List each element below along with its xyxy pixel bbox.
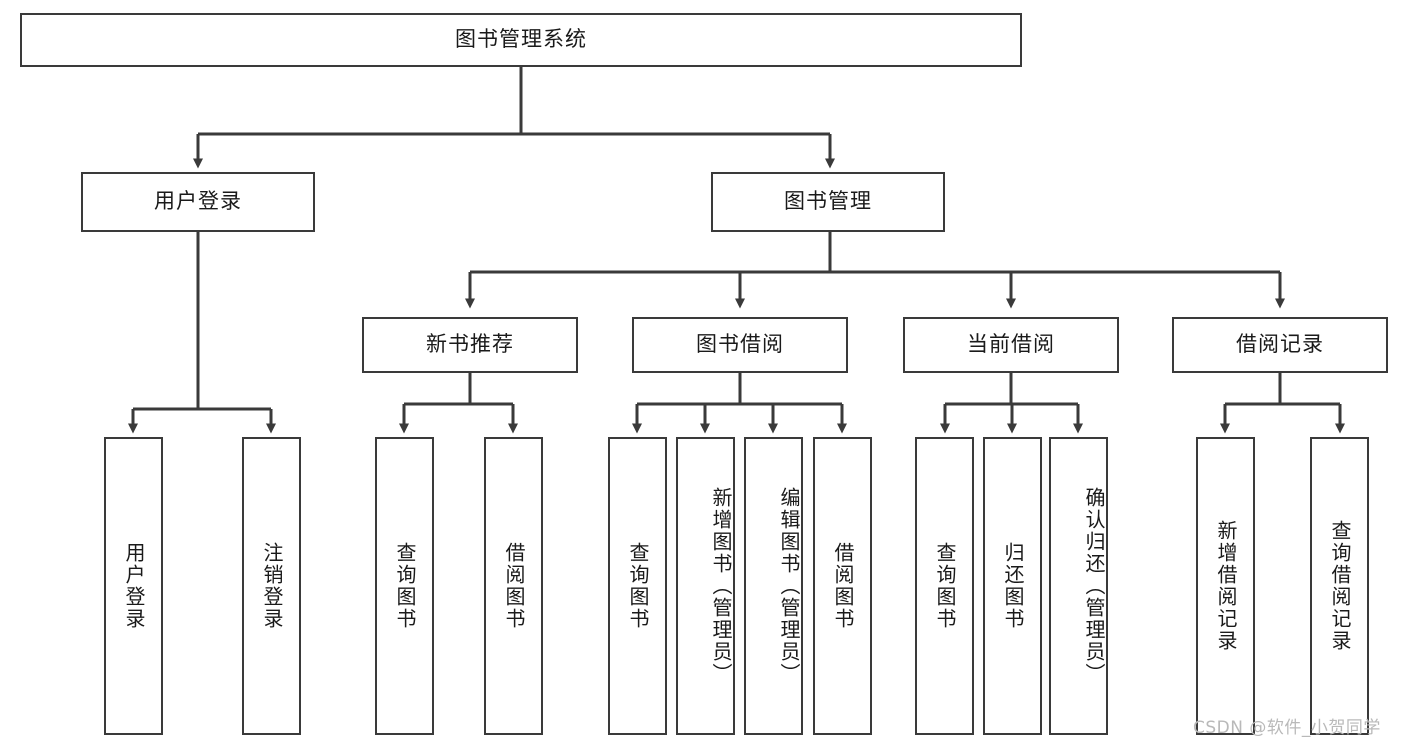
- leaf-label: 借阅图书: [502, 542, 526, 630]
- leaf-borrow-query-book[interactable]: 查询图书: [608, 437, 667, 735]
- leaf-label: 归还图书: [1001, 542, 1025, 630]
- node-book-management[interactable]: 图书管理: [711, 172, 945, 232]
- node-new-book-recommend[interactable]: 新书推荐: [362, 317, 578, 373]
- leaf-record-add-record[interactable]: 新增借阅记录: [1196, 437, 1255, 735]
- leaf-label: 查询图书: [933, 542, 957, 630]
- leaf-user-login[interactable]: 用户登录: [104, 437, 163, 735]
- node-book-borrow[interactable]: 图书借阅: [632, 317, 848, 373]
- leaf-label: 确认归还（管理员）: [1082, 487, 1106, 685]
- node-user-login[interactable]: 用户登录: [81, 172, 315, 232]
- leaf-label: 新增借阅记录: [1214, 520, 1238, 652]
- leaf-borrow-add-book-admin[interactable]: 新增图书（管理员）: [676, 437, 735, 735]
- leaf-label: 注销登录: [260, 542, 284, 630]
- leaf-current-query-book[interactable]: 查询图书: [915, 437, 974, 735]
- csdn-watermark: CSDN @软件_小贺同学: [1193, 718, 1381, 738]
- leaf-borrow-borrow-book[interactable]: 借阅图书: [813, 437, 872, 735]
- node-current-borrow[interactable]: 当前借阅: [903, 317, 1119, 373]
- leaf-label: 借阅图书: [831, 542, 855, 630]
- leaf-record-query-record[interactable]: 查询借阅记录: [1310, 437, 1369, 735]
- leaf-current-confirm-return-admin[interactable]: 确认归还（管理员）: [1049, 437, 1108, 735]
- leaf-label: 查询图书: [393, 542, 417, 630]
- leaf-label: 查询借阅记录: [1328, 520, 1352, 652]
- leaf-newbook-query-book[interactable]: 查询图书: [375, 437, 434, 735]
- leaf-current-return-book[interactable]: 归还图书: [983, 437, 1042, 735]
- leaf-newbook-borrow-book[interactable]: 借阅图书: [484, 437, 543, 735]
- leaf-label: 用户登录: [122, 542, 146, 630]
- leaf-label: 新增图书（管理员）: [709, 487, 733, 685]
- node-borrow-record[interactable]: 借阅记录: [1172, 317, 1388, 373]
- leaf-borrow-edit-book-admin[interactable]: 编辑图书（管理员）: [744, 437, 803, 735]
- leaf-logout[interactable]: 注销登录: [242, 437, 301, 735]
- leaf-label: 编辑图书（管理员）: [777, 487, 801, 685]
- node-root-system[interactable]: 图书管理系统: [20, 13, 1022, 67]
- leaf-label: 查询图书: [626, 542, 650, 630]
